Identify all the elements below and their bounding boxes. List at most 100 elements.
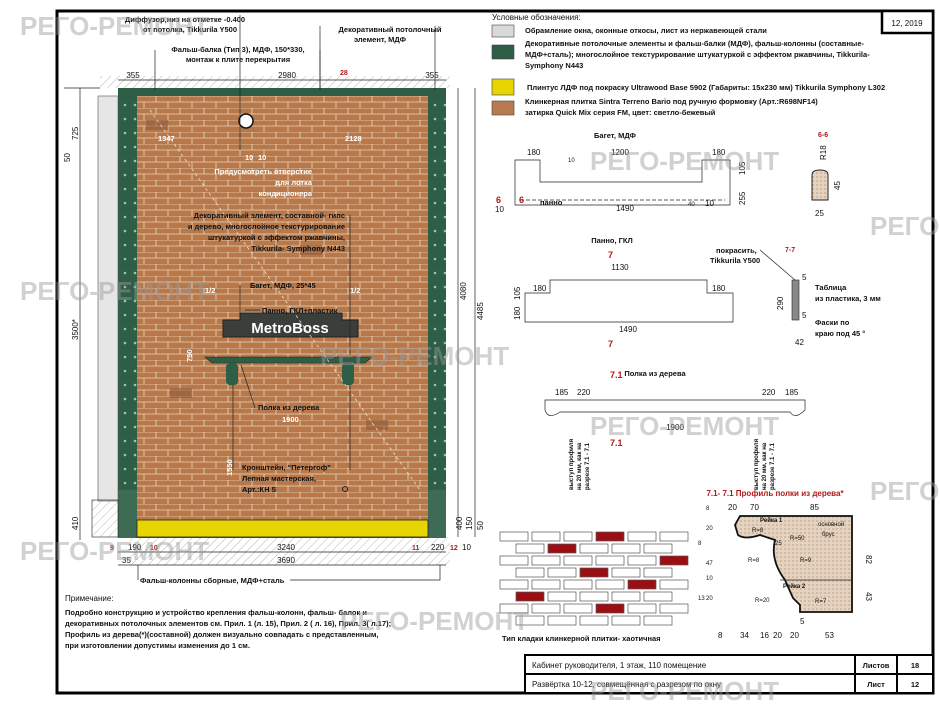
svg-text:3240: 3240 xyxy=(277,543,295,552)
brick xyxy=(595,603,625,614)
clinker-brick-wall xyxy=(137,96,428,520)
svg-text:43: 43 xyxy=(864,592,873,601)
svg-text:1490: 1490 xyxy=(619,325,637,334)
svg-text:220: 220 xyxy=(577,388,591,397)
svg-text:220: 220 xyxy=(762,388,776,397)
svg-text:элемент, МДФ: элемент, МДФ xyxy=(354,35,407,44)
brick xyxy=(659,531,689,542)
brick xyxy=(547,543,577,554)
svg-text:основной: основной xyxy=(818,521,844,528)
svg-text:Кабинет руководителя, 1 этаж,: Кабинет руководителя, 1 этаж, 110 помеще… xyxy=(532,661,707,670)
svg-text:Tikkurila- Symphony N443: Tikkurila- Symphony N443 xyxy=(251,244,345,253)
svg-text:185: 185 xyxy=(785,388,799,397)
svg-text:Фаски по: Фаски по xyxy=(815,318,850,327)
svg-text:12: 12 xyxy=(911,680,919,689)
svg-text:6: 6 xyxy=(496,195,501,205)
svg-text:10: 10 xyxy=(150,545,158,552)
svg-text:4485: 4485 xyxy=(476,302,485,320)
svg-text:290: 290 xyxy=(776,296,785,310)
legend: Условные обозначения: Обрамление окна, о… xyxy=(491,13,885,117)
svg-text:Подробно конструкцию и устройс: Подробно конструкцию и устройство крепле… xyxy=(65,608,367,617)
svg-text:85: 85 xyxy=(810,503,819,512)
svg-text:5: 5 xyxy=(802,311,807,320)
svg-text:10: 10 xyxy=(245,153,253,162)
svg-text:РЕГО-РЕМОНТ: РЕГО-РЕМОНТ xyxy=(590,146,779,176)
svg-text:16: 16 xyxy=(760,631,769,640)
brick xyxy=(659,603,689,614)
svg-text:Развёртка 10-12, совмещённая с: Развёртка 10-12, совмещённая с разрезом … xyxy=(532,680,721,689)
svg-text:1900: 1900 xyxy=(666,423,684,432)
elevation-dimensions: 355 2980 355 28 1347 2128 10 10 1/2 1/2 … xyxy=(63,70,485,566)
svg-text:20: 20 xyxy=(773,631,782,640)
legend-swatch-steel xyxy=(491,24,515,38)
brick xyxy=(531,531,561,542)
svg-text:R=8: R=8 xyxy=(748,558,760,564)
svg-text:от потолка, Tikkurila Y500: от потолка, Tikkurila Y500 xyxy=(143,25,237,34)
svg-text:выступ профиля: выступ профиля xyxy=(568,438,575,490)
svg-text:2128: 2128 xyxy=(345,134,362,143)
svg-text:Обрамление окна, оконные откос: Обрамление окна, оконные откосы, лист из… xyxy=(525,26,767,35)
bracket-left xyxy=(226,363,238,385)
svg-text:Багет, МДФ: Багет, МДФ xyxy=(594,131,637,140)
brick xyxy=(627,579,657,590)
svg-text:Фальш-колонны сборные, МДФ+ста: Фальш-колонны сборные, МДФ+сталь xyxy=(140,576,285,585)
svg-text:150: 150 xyxy=(465,516,474,530)
svg-text:10: 10 xyxy=(258,153,266,162)
svg-text:Фальш-балка (Тип 3), МДФ, 150*: Фальш-балка (Тип 3), МДФ, 150*330, xyxy=(171,45,304,54)
svg-text:R=20: R=20 xyxy=(755,598,770,604)
svg-text:220: 220 xyxy=(431,543,445,552)
svg-text:355: 355 xyxy=(425,71,439,80)
svg-text:РЕГО-РЕМОНТ: РЕГО-РЕМОНТ xyxy=(340,606,529,636)
title-block: Кабинет руководителя, 1 этаж, 110 помеще… xyxy=(524,654,934,694)
svg-text:1/2: 1/2 xyxy=(205,286,215,295)
svg-text:МДФ+сталь); многослойное текст: МДФ+сталь); многослойное текстурирование… xyxy=(525,50,870,59)
svg-text:185: 185 xyxy=(555,388,569,397)
svg-text:Таблица: Таблица xyxy=(815,283,847,292)
svg-text:монтаж к плите перекрытия: монтаж к плите перекрытия xyxy=(186,55,290,64)
brick xyxy=(579,615,609,626)
brick xyxy=(499,531,529,542)
svg-text:РЕГО-РЕМОНТ: РЕГО-РЕМОНТ xyxy=(320,341,509,371)
svg-text:34: 34 xyxy=(740,631,749,640)
svg-text:3500*: 3500* xyxy=(71,319,80,340)
svg-text:8: 8 xyxy=(706,506,710,512)
legend-swatch-plinth xyxy=(491,78,515,96)
svg-text:180: 180 xyxy=(513,306,522,320)
svg-text:82: 82 xyxy=(864,555,873,564)
baguette-detail: Багет, МДФ 180 1200 180 10 105 255 1490 … xyxy=(495,131,747,214)
svg-text:10: 10 xyxy=(706,576,713,582)
brick xyxy=(611,543,641,554)
brick xyxy=(563,603,593,614)
false-column-left xyxy=(118,96,137,520)
date-box xyxy=(880,9,935,35)
svg-text:1/2: 1/2 xyxy=(350,286,360,295)
svg-text:из пластика, 3 мм: из пластика, 3 мм xyxy=(815,294,881,303)
svg-text:Условные обозначения:: Условные обозначения: xyxy=(492,13,581,22)
svg-text:7.1: 7.1 xyxy=(610,438,623,448)
svg-text:при изготовлении допустимы изм: при изготовлении допустимы изменения до … xyxy=(65,641,250,650)
svg-text:1900: 1900 xyxy=(282,415,299,424)
svg-text:штукатуркой с эффектом ржавчин: штукатуркой с эффектом ржавчины, xyxy=(208,233,345,242)
svg-text:Полка из дерева: Полка из дерева xyxy=(258,403,320,412)
brick xyxy=(595,555,625,566)
brick xyxy=(515,591,545,602)
svg-text:РЕГО-РЕМОНТ: РЕГО-РЕМОНТ xyxy=(20,536,209,566)
brick xyxy=(659,555,689,566)
svg-text:4080: 4080 xyxy=(459,282,468,300)
brick xyxy=(515,615,545,626)
svg-text:РЕГО-РЕМОНТ: РЕГО-РЕМОНТ xyxy=(20,11,209,41)
svg-text:брус: брус xyxy=(822,532,835,538)
svg-text:6-6: 6-6 xyxy=(818,132,828,139)
brick xyxy=(611,567,641,578)
svg-text:18: 18 xyxy=(911,661,919,670)
notes: Примечание: Подробно конструкцию и устро… xyxy=(65,594,391,650)
brick xyxy=(547,615,577,626)
svg-text:20: 20 xyxy=(706,526,713,532)
svg-text:7.1- 7.1 Профиль полки из дере: 7.1- 7.1 Профиль полки из дерева* xyxy=(706,489,844,498)
svg-text:1550: 1550 xyxy=(225,459,234,476)
svg-text:355: 355 xyxy=(126,71,140,80)
svg-text:5: 5 xyxy=(800,617,805,626)
svg-text:5: 5 xyxy=(802,273,807,282)
svg-text:180: 180 xyxy=(533,284,547,293)
